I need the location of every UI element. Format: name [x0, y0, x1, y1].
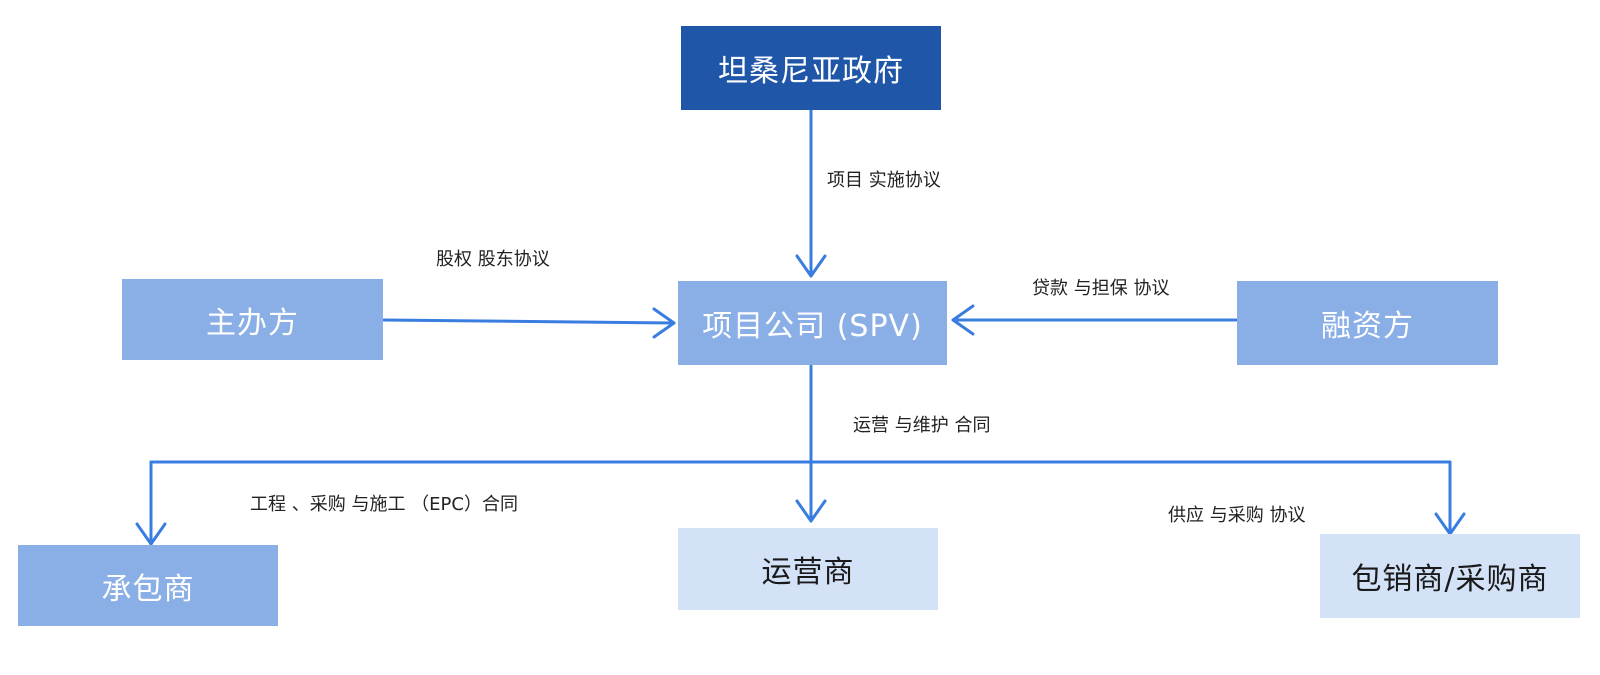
arrowhead-operator [795, 499, 827, 523]
node-financier: 融资方 [1237, 281, 1498, 365]
edge-label-supply: 供应 与采购 协议 [1168, 505, 1306, 526]
arrowhead-contractor [135, 522, 167, 546]
node-spv: 项目公司 (SPV) [678, 281, 947, 365]
node-operator: 运营商 [678, 528, 938, 610]
edge-label-implementation: 项目 实施协议 [827, 170, 941, 191]
connector-sponsor-spv [382, 318, 676, 325]
edge-label-epc: 工程 、采购 与施工 （EPC）合同 [250, 494, 518, 515]
edge-label-om: 运营 与维护 合同 [853, 415, 991, 436]
arrowhead-spv-top [795, 254, 827, 278]
node-offtaker: 包销商/采购商 [1320, 534, 1580, 618]
arrowhead-spv-left [652, 307, 676, 339]
edge-label-loan: 贷款 与担保 协议 [1032, 278, 1170, 299]
node-sponsor: 主办方 [122, 279, 383, 360]
node-government: 坦桑尼亚政府 [681, 26, 941, 110]
arrowhead-spv-right [951, 304, 975, 336]
edge-label-shareholder: 股权 股东协议 [436, 249, 550, 270]
node-contractor: 承包商 [18, 545, 278, 626]
